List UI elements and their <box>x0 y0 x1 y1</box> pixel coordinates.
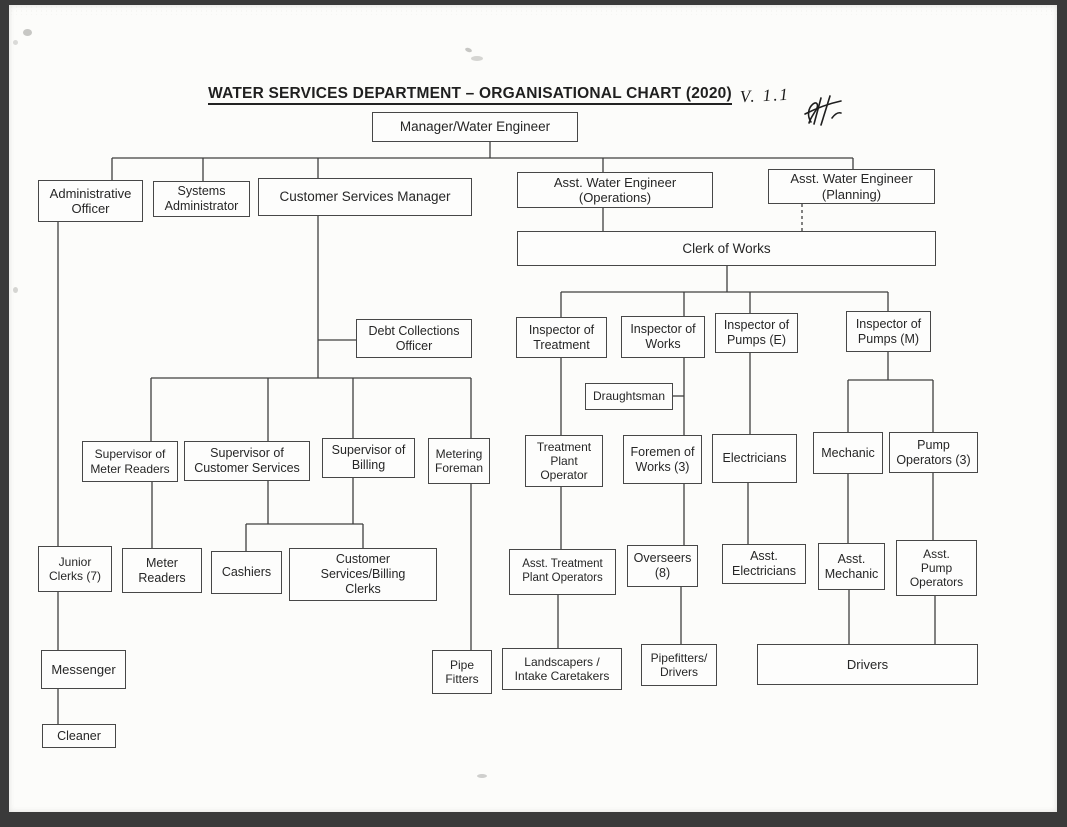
org-node-awe-plan: Asst. Water Engineer(Planning) <box>768 169 935 204</box>
org-node-draughtsman: Draughtsman <box>585 383 673 410</box>
org-node-cashiers: Cashiers <box>211 551 282 594</box>
chart-title: WATER SERVICES DEPARTMENT – ORGANISATION… <box>60 85 880 105</box>
version-annotation: V. 1.1 <box>739 84 791 107</box>
org-node-electricians: Electricians <box>712 434 797 483</box>
org-node-manager: Manager/Water Engineer <box>372 112 578 142</box>
org-node-clerk-works: Clerk of Works <box>517 231 936 266</box>
org-node-landscapers: Landscapers /Intake Caretakers <box>502 648 622 690</box>
org-node-mechanic: Mechanic <box>813 432 883 474</box>
scan-artifact <box>471 56 483 61</box>
org-node-csm: Customer Services Manager <box>258 178 472 216</box>
scan-artifact <box>477 774 487 778</box>
org-node-asst-mechanic: Asst.Mechanic <box>818 543 885 590</box>
org-node-awe-ops: Asst. Water Engineer(Operations) <box>517 172 713 208</box>
org-node-drivers: Drivers <box>757 644 978 685</box>
signature-scribble <box>804 95 842 126</box>
scan-artifact <box>23 29 32 36</box>
org-node-messenger: Messenger <box>41 650 126 689</box>
org-node-overseers: Overseers(8) <box>627 545 698 587</box>
org-node-asst-electricians: Asst.Electricians <box>722 544 806 584</box>
scan-artifact <box>13 40 18 45</box>
org-node-pipefitters-drivers: Pipefitters/Drivers <box>641 644 717 686</box>
org-node-cleaner: Cleaner <box>42 724 116 748</box>
scan-artifact <box>13 287 18 293</box>
